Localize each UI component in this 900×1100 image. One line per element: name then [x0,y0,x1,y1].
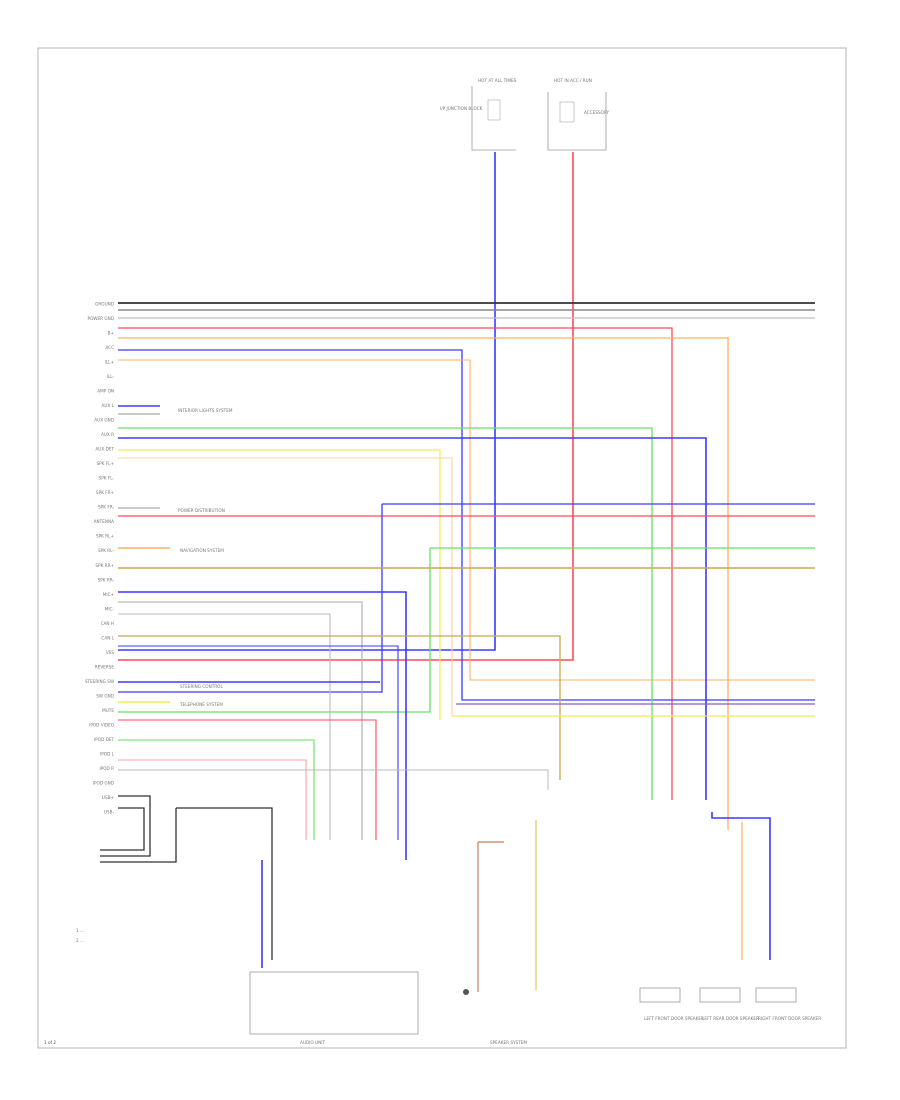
wire-gray-4 [118,601,363,840]
legend-2: 2 ... [76,938,84,943]
pin-label: IPOD GND [93,780,114,785]
pin-label: GROUND [95,302,114,307]
wire-blue-6 [118,645,399,840]
wire-red-feed [118,152,574,661]
pin-label: MUTE [102,708,114,713]
pin-label: USB+ [102,795,115,800]
wire-blue-3 [118,437,707,800]
speaker-box-2 [699,987,741,1003]
pin-label: MIC+ [103,592,115,597]
wire-red-4 [118,719,377,840]
module-label-speaker: SPEAKER SYSTEM [490,1040,527,1045]
wire-orange-1 [118,337,729,830]
top-right-detail: ACCESSORY [584,110,610,115]
speaker-box-3 [755,987,797,1003]
wire-black-gnd [100,795,273,960]
pin-label: SPK FL+ [96,461,114,466]
module-label-lr: LEFT REAR DOOR SPEAKER [702,1016,759,1021]
pin-label: ACC [105,345,114,350]
pin-label: B+ [108,331,115,336]
pin-label: IPOD DET [94,737,114,742]
top-connector: HOT AT ALL TIMES HOT IN ACC / RUN I/P JU… [440,78,610,151]
wire-orange-2 [118,359,815,681]
pin-label: USB- [104,810,115,815]
pin-label: IPOD L [100,751,115,756]
pin-label: SPK RR- [98,577,115,582]
pin-label: SPK RL- [98,548,114,553]
pin-label: AUX R [101,432,114,437]
pin-label: AUX L [102,403,115,408]
pin-label: MIC- [105,606,115,611]
wire-yellow-1 [118,449,441,720]
pin-label: SPK RL+ [96,534,115,539]
page-indicator: 1 of 2 [44,1040,56,1045]
wire-orange-3 [118,457,453,716]
top-left-detail: I/P JUNCTION BLOCK [440,106,483,111]
pin-label: CAN L [101,635,114,640]
top-right-title: HOT IN ACC / RUN [554,78,592,83]
annotations: INTERIOR LIGHTS SYSTEM POWER DISTRIBUTIO… [178,408,233,707]
wire-blue-bot [711,812,771,960]
wires [100,152,815,992]
wire-olive-2 [118,635,561,780]
diagram-frame [37,47,847,1049]
annotation-3: NAVIGATION SYSTEM [180,548,224,553]
annotation-5: TELEPHONE SYSTEM [179,702,223,707]
pin-label: SW GND [96,693,114,698]
pin-label: ANTENNA [94,519,114,524]
pin-label: AMP ON [97,389,114,394]
wire-green-2 [118,547,815,713]
wire-blue-4 [118,503,815,693]
wire-blue-feed [118,152,496,651]
wire-pink-1 [118,759,307,840]
wire-green-1 [118,427,653,800]
ground-point [463,989,469,995]
pin-label: IPOD R [99,766,114,771]
wire-green-3 [118,739,315,840]
pin-label: SPK FR- [98,505,114,510]
module-label-lf: LEFT FRONT DOOR SPEAKER [644,1016,704,1021]
pin-label: SPK FR+ [96,490,115,495]
wire-red-2 [118,327,673,800]
pin-label: IPOD VIDEO [89,722,115,727]
wire-blue-5 [118,591,407,860]
module-label-rf: RIGHT FRONT DOOR SPEAKER [758,1016,821,1021]
top-left-title: HOT AT ALL TIMES [478,78,517,83]
pin-label: POWER GND [88,316,114,321]
wire-blue-2 [118,349,815,701]
module-label-radio: AUDIO UNIT [300,1040,325,1045]
annotation-4: STEERING CONTROL [180,684,223,689]
pin-label: AUX GND [94,418,114,423]
pin-label: ILL+ [105,360,115,365]
radio-module-box [249,971,419,1035]
annotation-1: INTERIOR LIGHTS SYSTEM [178,408,233,413]
pin-label: SPK RR+ [95,563,114,568]
legend-1: 1 ... [76,928,84,933]
left-pin-labels: GROUND POWER GND B+ ACC ILL+ ILL- AMP ON AUX L A… [85,302,115,815]
pin-label: VSS [106,650,115,655]
wire-gray-6 [118,769,549,790]
speaker-box-1 [639,987,681,1003]
pin-label: STEERING SW [85,679,114,684]
pin-label: REVERSE [95,664,115,669]
annotation-2: POWER DISTRIBUTION [178,508,225,513]
wire-orange-5 [477,841,504,992]
pin-label: SPK FL- [99,476,115,481]
pin-label: ILL- [107,374,115,379]
pin-label: CAN H [101,621,114,626]
wire-gray-5 [118,613,331,840]
pin-label: AUX DET [95,447,114,452]
bottom-modules: AUDIO UNIT SPEAKER SYSTEM LEFT FRONT DOO… [249,971,821,1045]
